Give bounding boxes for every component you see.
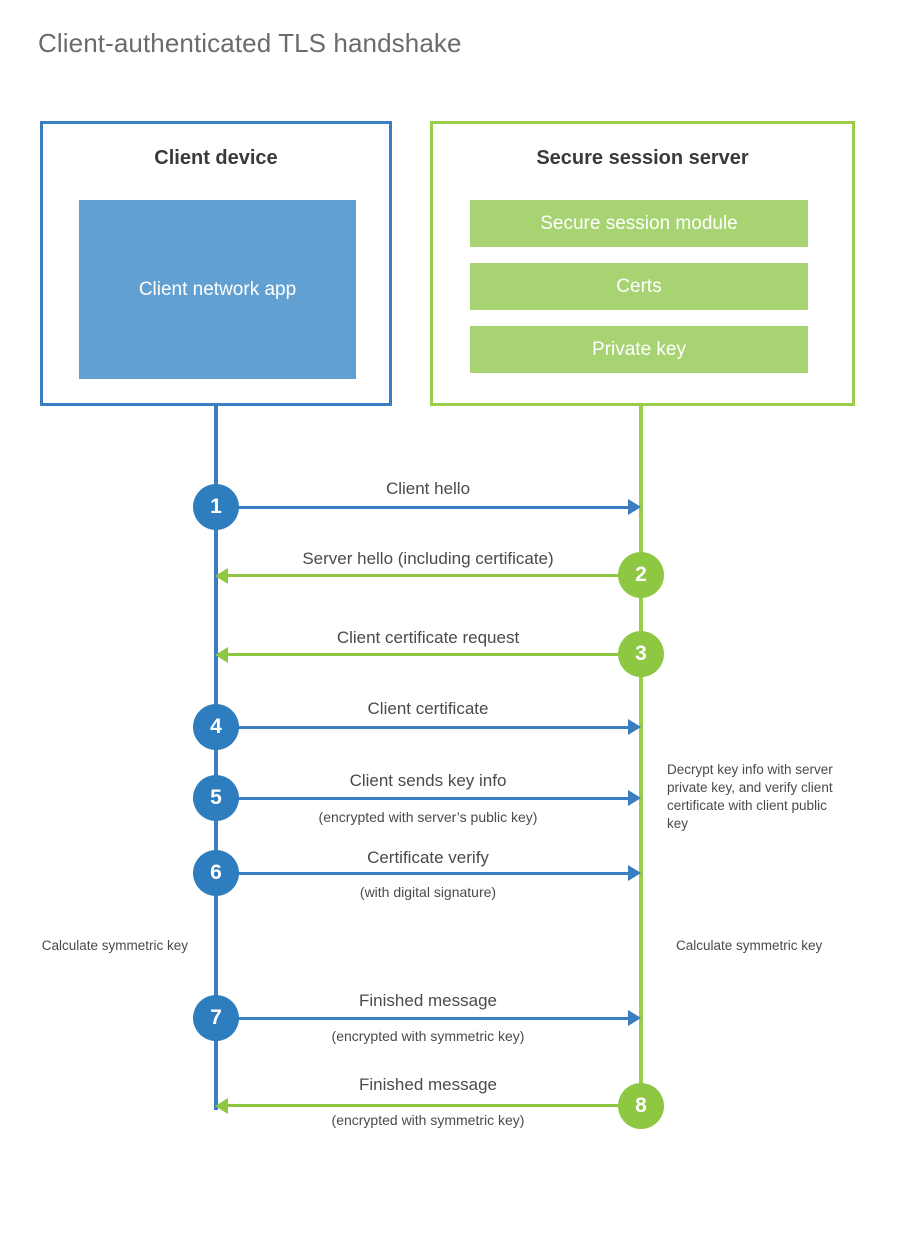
step-6-arrow-line xyxy=(216,872,628,875)
secure-session-server-title: Secure session server xyxy=(536,147,749,169)
step-5-circle: 5 xyxy=(193,775,239,821)
step-8-arrow-head-icon xyxy=(215,1098,228,1114)
step-8-circle: 8 xyxy=(618,1083,664,1129)
server-lifeline xyxy=(639,406,643,1106)
client-device-box: Client device Client network app xyxy=(40,121,392,406)
client-lifeline xyxy=(214,406,218,1110)
step-1-arrow-head-icon xyxy=(628,499,641,515)
step-7-arrow-line xyxy=(216,1017,628,1020)
client-network-app-block: Client network app xyxy=(79,200,356,379)
step-5-sublabel: (encrypted with server’s public key) xyxy=(318,809,538,825)
step-6-label: Certificate verify xyxy=(367,848,489,867)
step-3-arrow-head-icon xyxy=(215,647,228,663)
step-7-sublabel: (encrypted with symmetric key) xyxy=(331,1028,525,1044)
step-8-arrow-line xyxy=(228,1104,640,1107)
step-1-label: Client hello xyxy=(385,479,471,498)
step-5-arrow-head-icon xyxy=(628,790,641,806)
client-calculate-symmetric-key-note: Calculate symmetric key xyxy=(41,938,188,953)
server-component-secure-session-module: Secure session module xyxy=(470,200,808,247)
secure-session-server-box: Secure session server Secure session mod… xyxy=(430,121,855,406)
step-4-circle: 4 xyxy=(193,704,239,750)
server-calculate-symmetric-key-note: Calculate symmetric key xyxy=(676,938,823,953)
step-7-arrow-head-icon xyxy=(628,1010,641,1026)
step-8-label: Finished message xyxy=(359,1075,497,1094)
step-1-circle: 1 xyxy=(193,484,239,530)
step-6-circle: 6 xyxy=(193,850,239,896)
step-6-sublabel: (with digital signature) xyxy=(359,884,497,900)
step-4-arrow-line xyxy=(216,726,628,729)
server-component-private-key: Private key xyxy=(470,326,808,373)
server-component-certs: Certs xyxy=(470,263,808,310)
step-5-arrow-line xyxy=(216,797,628,800)
step-3-label: Client certificate request xyxy=(336,628,520,647)
step-4-arrow-head-icon xyxy=(628,719,641,735)
step-3-circle: 3 xyxy=(618,631,664,677)
step-2-arrow-line xyxy=(228,574,640,577)
step-6-arrow-head-icon xyxy=(628,865,641,881)
step-1-arrow-line xyxy=(216,506,628,509)
step-2-label: Server hello (including certificate) xyxy=(302,549,554,568)
server-decrypt-note: Decrypt key info with server private key… xyxy=(667,762,833,831)
step-2-arrow-head-icon xyxy=(215,568,228,584)
step-7-label: Finished message xyxy=(359,991,497,1010)
step-3-arrow-line xyxy=(228,653,640,656)
step-2-circle: 2 xyxy=(618,552,664,598)
page-title: Client-authenticated TLS handshake xyxy=(38,28,462,58)
step-4-label: Client certificate xyxy=(367,699,489,718)
step-5-label: Client sends key info xyxy=(349,771,507,790)
step-7-circle: 7 xyxy=(193,995,239,1041)
step-8-sublabel: (encrypted with symmetric key) xyxy=(331,1112,525,1128)
client-device-title: Client device xyxy=(154,147,278,169)
